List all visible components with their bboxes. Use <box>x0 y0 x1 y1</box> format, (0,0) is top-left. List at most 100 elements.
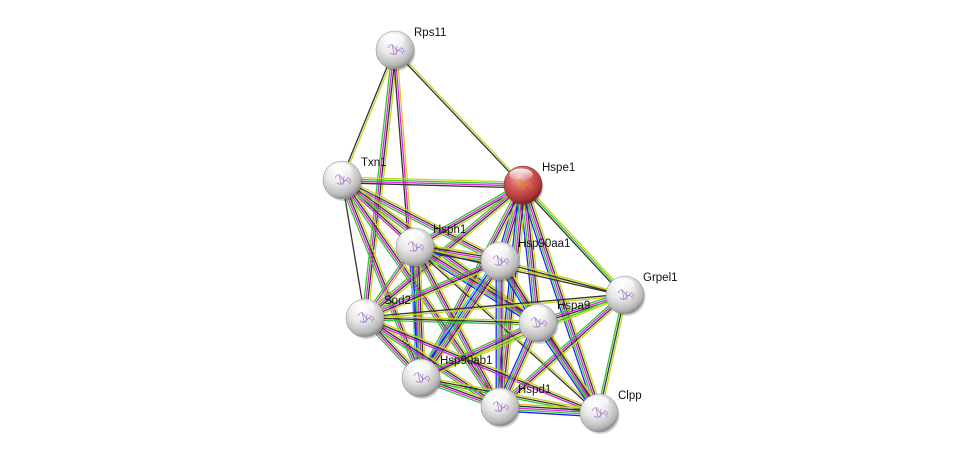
evidence-line-black <box>414 247 625 297</box>
node-label: Hspe1 <box>542 162 575 174</box>
evidence-line-yellow <box>500 259 626 295</box>
node-hsp90aa1[interactable]: Hsp90aa1 <box>480 238 570 282</box>
evidence-line-yellow <box>416 243 541 321</box>
protein-structure-icon <box>530 316 548 329</box>
node-highlight <box>486 244 510 257</box>
evidence-line-blue <box>518 185 535 324</box>
evidence-line-green <box>520 185 537 324</box>
evidence-line-magenta <box>421 261 502 379</box>
evidence-line-yellow <box>365 263 502 322</box>
node-highlight <box>611 278 635 291</box>
node-label: Hspd1 <box>518 384 551 396</box>
edge-txn1-hspe1[interactable] <box>341 176 524 189</box>
evidence-line-green <box>413 181 522 246</box>
evidence-line-green <box>342 178 524 185</box>
node-sod2[interactable]: Sod2 <box>345 295 411 339</box>
evidence-line-magenta <box>394 49 422 379</box>
protein-structure-icon <box>617 288 635 301</box>
edge-hsp90aa1-sod2[interactable] <box>363 257 502 322</box>
edge-txn1-hsp90aa1[interactable] <box>340 176 502 265</box>
node-grpel1[interactable]: Grpel1 <box>605 272 678 316</box>
edge-rps11-hspe1[interactable] <box>393 48 525 187</box>
evidence-line-magenta <box>522 184 539 324</box>
node-clpp[interactable]: Clpp <box>579 390 642 434</box>
evidence-line-yellow <box>395 48 525 185</box>
evidence-line-green <box>363 257 500 316</box>
edge-hspe1-hspa9[interactable] <box>518 184 543 324</box>
evidence-line-black <box>342 179 423 378</box>
node-label: Grpel1 <box>643 272 678 284</box>
evidence-line-magenta <box>414 183 523 247</box>
protein-structure-icon <box>492 400 510 413</box>
protein-structure-icon <box>492 254 510 267</box>
evidence-line-yellow <box>526 184 543 323</box>
node-hspe1[interactable]: Hspe1 <box>503 162 575 206</box>
evidence-line-yellow <box>501 296 628 410</box>
protein-structure-icon <box>413 371 431 384</box>
evidence-line-black <box>598 294 626 414</box>
node-highlight <box>486 390 510 403</box>
edge-hspe1-hsph1[interactable] <box>413 181 525 251</box>
node-txn1[interactable]: Txn1 <box>322 157 387 201</box>
node-highlight <box>328 163 352 176</box>
evidence-line-black <box>364 317 539 324</box>
protein-structure-icon <box>591 406 609 419</box>
node-highlight <box>407 361 431 374</box>
edge-hspe1-grpel1[interactable] <box>521 183 627 297</box>
edge-txn1-sod2[interactable] <box>341 179 366 319</box>
edge-rps11-txn1[interactable] <box>340 49 397 181</box>
evidence-line-black <box>413 247 599 415</box>
node-highlight <box>401 230 425 243</box>
evidence-line-magenta <box>522 184 600 414</box>
evidence-line-black <box>499 261 625 297</box>
node-hspa9[interactable]: Hspa9 <box>518 300 590 344</box>
node-label: Hspa9 <box>557 300 590 312</box>
node-label: Hsp90aa1 <box>518 238 570 250</box>
evidence-line-magenta <box>364 259 500 318</box>
node-hsph1[interactable]: Hsph1 <box>395 224 466 268</box>
node-rps11[interactable]: Rps11 <box>375 27 446 71</box>
node-highlight <box>585 396 609 409</box>
evidence-line-green <box>419 319 538 377</box>
edge-grpel1-sod2[interactable] <box>364 293 626 320</box>
evidence-line-green <box>364 319 538 326</box>
node-highlight <box>381 33 405 46</box>
node-label: Hsp90ab1 <box>440 355 492 367</box>
protein-structure-icon <box>515 178 533 191</box>
evidence-line-black <box>341 179 366 319</box>
evidence-line-yellow <box>365 315 539 322</box>
evidence-line-black <box>501 185 526 408</box>
evidence-line-magenta <box>363 183 523 318</box>
evidence-line-yellow <box>523 183 627 295</box>
evidence-line-green <box>522 184 626 296</box>
edge-sod2-hspa9[interactable] <box>364 315 539 326</box>
evidence-line-yellow <box>503 185 528 408</box>
evidence-line-black <box>524 184 541 323</box>
edge-hspa9-hsp90ab1[interactable] <box>419 319 540 382</box>
evidence-line-yellow <box>365 295 626 320</box>
edge-hsp90aa1-hspd1[interactable] <box>495 261 505 407</box>
protein-structure-icon <box>334 173 352 186</box>
node-highlight <box>509 168 533 181</box>
edge-hsp90aa1-grpel1[interactable] <box>499 259 626 297</box>
edge-grpel1-clpp[interactable] <box>596 294 628 414</box>
protein-structure-icon <box>407 240 425 253</box>
evidence-line-black <box>364 293 625 318</box>
evidence-line-black <box>393 50 523 187</box>
edge-sod2-clpp[interactable] <box>364 315 600 416</box>
evidence-line-black <box>341 182 523 189</box>
edge-hsph1-clpp[interactable] <box>413 245 601 415</box>
evidence-line-magenta <box>414 246 539 324</box>
evidence-line-yellow <box>421 324 540 382</box>
evidence-line-yellow <box>600 295 628 414</box>
node-hspd1[interactable]: Hspd1 <box>480 384 551 428</box>
node-label: Hsph1 <box>433 224 466 236</box>
node-label: Rps11 <box>414 27 446 39</box>
node-hsp90ab1[interactable]: Hsp90ab1 <box>401 355 492 399</box>
evidence-line-blue <box>418 259 499 377</box>
evidence-line-magenta <box>340 180 421 379</box>
evidence-line-yellow <box>365 315 600 412</box>
protein-structure-icon <box>387 43 405 56</box>
